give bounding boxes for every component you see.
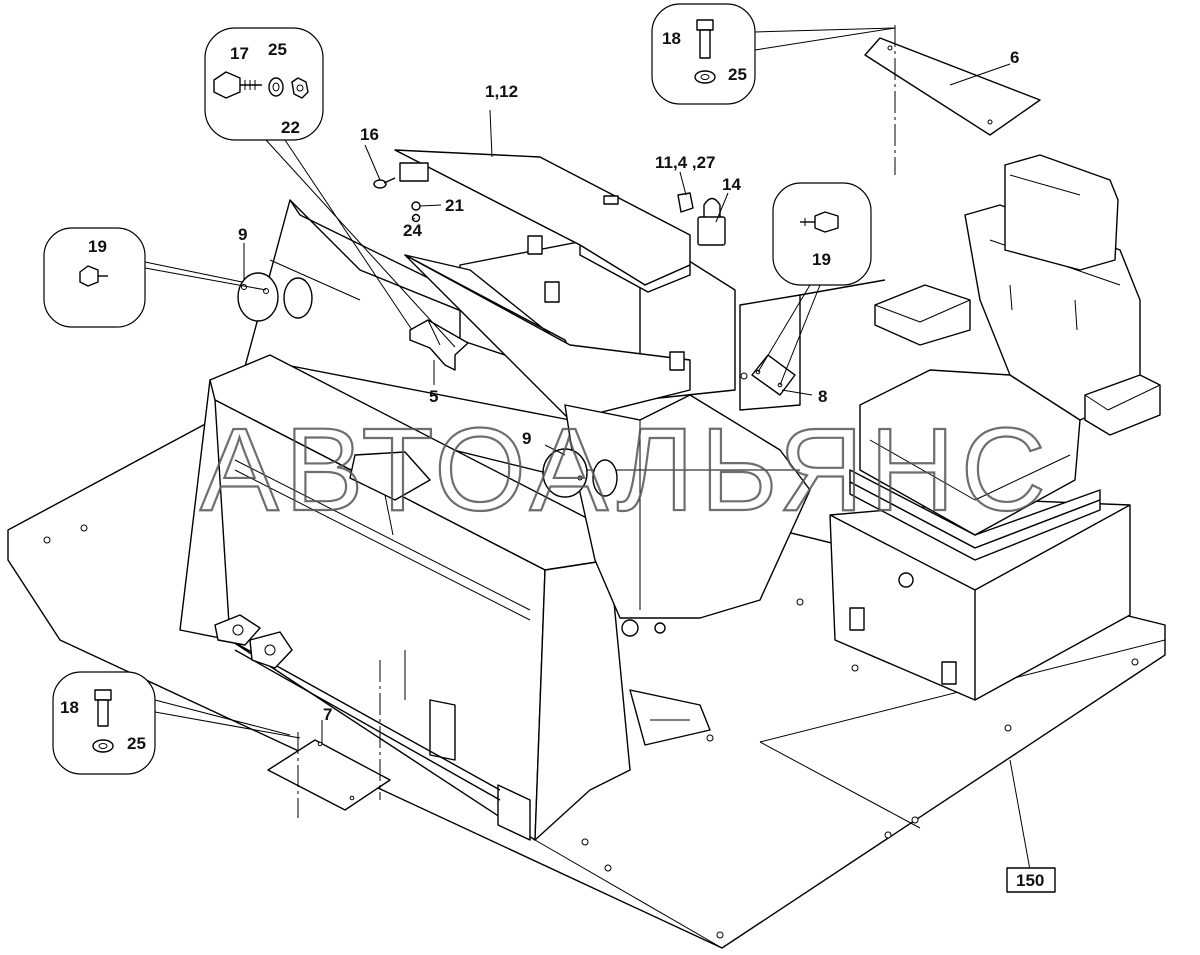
padlock-part-14 — [697, 197, 726, 246]
side-pillar — [739, 279, 886, 411]
label-7: 7 — [323, 705, 332, 724]
label-8: 8 — [818, 387, 827, 406]
label-14: 14 — [722, 175, 741, 194]
label-1-12: 1,12 — [485, 82, 518, 101]
label-9-left: 9 — [238, 225, 247, 244]
label-22: 22 — [281, 118, 300, 137]
label-24: 24 — [403, 221, 422, 240]
label-9-center: 9 — [522, 429, 531, 448]
round-cover-part-9 — [237, 272, 618, 498]
callout-bubble-18-25-top — [651, 3, 756, 105]
control-column — [564, 394, 811, 746]
clamps — [214, 614, 293, 669]
callout-bubble-17-25-22 — [204, 27, 324, 141]
callout-bubble-19-left — [43, 227, 146, 328]
label-19-left: 19 — [88, 237, 107, 256]
fasteners-16-21-24 — [373, 177, 421, 223]
label-6: 6 — [1010, 48, 1019, 67]
label-18-top: 18 — [662, 29, 681, 48]
label-25-bubble-left: 25 — [268, 40, 287, 59]
operator-seat — [849, 154, 1161, 561]
leader-lines — [144, 27, 1031, 871]
label-5: 5 — [429, 387, 438, 406]
part-150-box — [1006, 867, 1056, 893]
bracket-part-5 — [409, 319, 469, 371]
part-labels: 17 25 22 18 25 6 1,12 16 11,4 ,27 14 21 … — [60, 29, 1044, 890]
cover-plate-part-6 — [864, 25, 1041, 175]
label-25-bottom: 25 — [127, 734, 146, 753]
label-150: 150 — [1016, 871, 1044, 890]
watermark: АВТОАЛЬЯНС — [200, 404, 1052, 536]
label-17: 17 — [230, 44, 249, 63]
label-18-bottom: 18 — [60, 698, 79, 717]
tray-cover-part-1-12 — [394, 149, 691, 293]
front-console — [209, 354, 631, 841]
label-19-right: 19 — [812, 250, 831, 269]
callout-bubble-19-right — [772, 182, 872, 286]
label-21: 21 — [445, 196, 464, 215]
callout-bubble-18-25-bottom — [52, 671, 156, 775]
label-11-4-27: 11,4 ,27 — [655, 153, 716, 172]
label-16: 16 — [360, 125, 379, 144]
cover-plate-part-7 — [267, 650, 406, 818]
label-25-top: 25 — [728, 65, 747, 84]
seat-base — [829, 499, 1131, 701]
